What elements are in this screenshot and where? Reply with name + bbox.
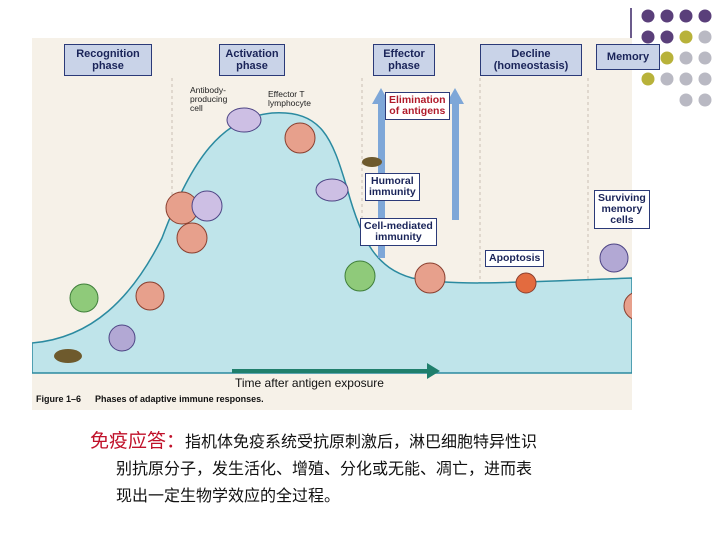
decor-dot — [660, 72, 674, 86]
decor-dot — [679, 72, 693, 86]
arrow-shaft — [452, 100, 459, 220]
decor-dot — [679, 30, 693, 44]
phase-recognition: Recognition phase — [64, 44, 152, 76]
time-arrow-head — [427, 363, 440, 379]
apoptosis-label: Apoptosis — [485, 250, 545, 267]
cell-mediated-label: Cell-mediated immunity — [360, 218, 437, 246]
antibody-cell-label: Antibody- producing cell — [190, 85, 228, 113]
decor-dot — [660, 9, 674, 23]
response-curve-area — [32, 112, 632, 374]
decor-dot — [641, 30, 655, 44]
x-axis-label: Time after antigen exposure — [235, 376, 384, 390]
figure-title: Phases of adaptive immune responses. — [95, 394, 264, 404]
humoral-label: Humoral immunity — [365, 173, 420, 201]
elimination-label: Elimination of antigens — [385, 92, 450, 120]
cells — [54, 107, 632, 363]
phase-effector: Effector phase — [373, 44, 435, 76]
decor-dot — [679, 93, 693, 107]
phase-activation: Activation phase — [219, 44, 285, 76]
decor-dot — [698, 9, 712, 23]
decor-dot — [660, 51, 674, 65]
phase-memory: Memory — [596, 44, 660, 70]
time-arrow — [232, 369, 427, 373]
figure-graphic — [32, 78, 632, 379]
decor-dot — [679, 51, 693, 65]
decor-dot — [641, 9, 655, 23]
immune-response-figure: Recognition phase Activation phase Effec… — [32, 38, 660, 410]
phase-decline: Decline (homeostasis) — [480, 44, 582, 76]
definition-line-1: 指机体免疫系统受抗原刺激后，淋巴细胞特异性识 — [185, 432, 538, 451]
decor-dot — [698, 51, 712, 65]
decor-dot — [698, 30, 712, 44]
effector-t-label: Effector T lymphocyte — [268, 89, 311, 108]
definition-line-2: 别抗原分子，发生活化、增殖、分化或无能、凋亡，进而表 — [116, 459, 533, 478]
arrow-head — [446, 88, 464, 104]
definition-text: 免疫应答：指机体免疫系统受抗原刺激后，淋巴细胞特异性识 别抗原分子，发生活化、增… — [90, 428, 660, 509]
decor-dot — [679, 9, 693, 23]
definition-term: 免疫应答： — [90, 430, 186, 452]
figure-number: Figure 1–6 — [36, 394, 82, 404]
memory-cells-label: Surviving memory cells — [594, 190, 650, 229]
decor-dot — [698, 93, 712, 107]
decor-dot — [698, 72, 712, 86]
figure-caption: Figure 1–6 Phases of adaptive immune resp… — [36, 394, 264, 404]
definition-line-3: 现出一定生物学效应的全过程。 — [116, 486, 341, 505]
decor-dot — [641, 72, 655, 86]
decor-dot — [660, 30, 674, 44]
